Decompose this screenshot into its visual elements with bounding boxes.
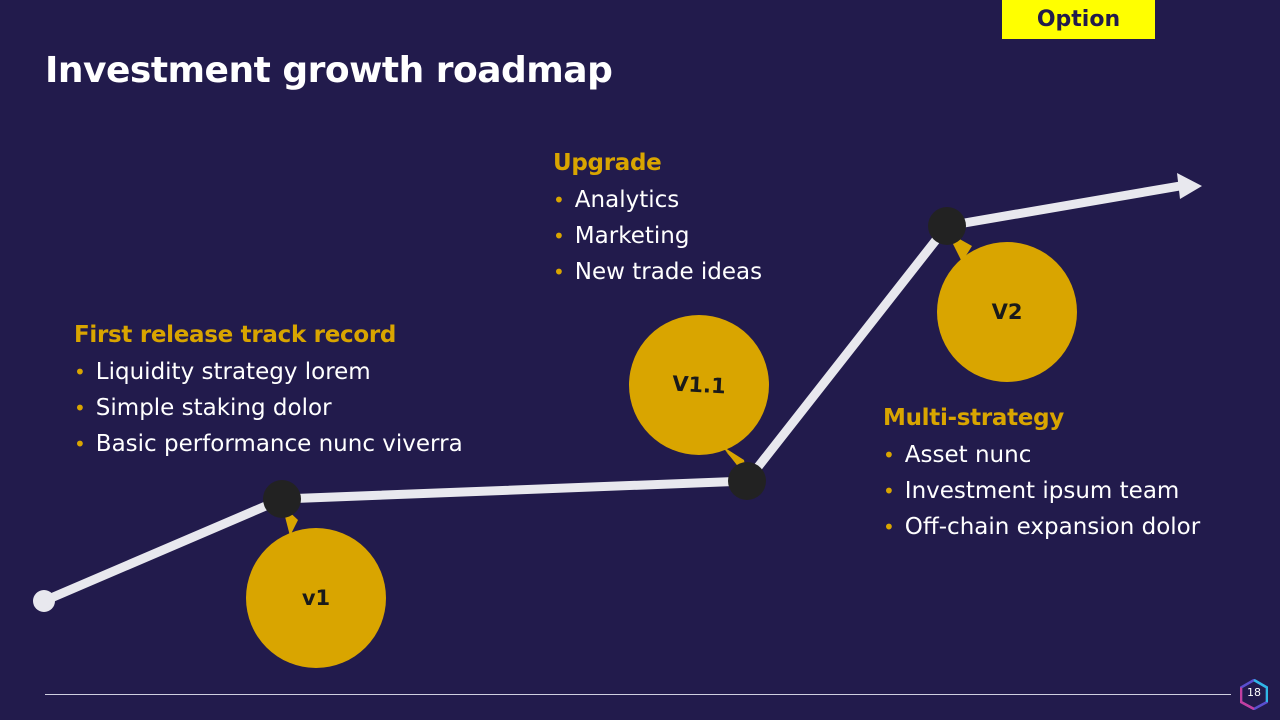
block-first-release: First release track record •Liquidity st… [74,322,463,462]
bullet-item: •Analytics [553,187,680,213]
bullet-dot-icon: • [883,479,895,503]
block-upgrade: Upgrade •Analytics •Marketing •New trade… [553,150,762,290]
milestone-v2-node [928,207,966,245]
bullet-item: •Off-chain expansion dolor [883,514,1201,540]
arrow-head-icon [1177,173,1202,199]
bullet-item: •Marketing [553,223,690,249]
milestone-v1-label: v1 [302,586,330,610]
bullet-item: •Asset nunc [883,442,1032,468]
bullet-item: •New trade ideas [553,259,763,285]
bullet-dot-icon: • [74,360,86,384]
bullet-list: •Analytics •Marketing •New trade ideas [553,182,762,290]
start-node [33,590,55,612]
footer-divider [45,694,1231,695]
bullet-dot-icon: • [553,260,565,284]
page-number: 18 [1247,686,1261,699]
milestone-v2-label: V2 [992,300,1023,324]
bullet-dot-icon: • [74,432,86,456]
block-heading: First release track record [74,322,397,348]
milestone-v1-1-bubble [629,315,769,455]
milestone-v1-1-node [728,462,766,500]
hexagon-logo-icon [1239,678,1269,711]
block-heading: Upgrade [553,150,662,176]
milestone-v1-bubble [246,528,386,668]
bullet-item: •Basic performance nunc viverra [74,431,463,457]
bullet-item: •Liquidity strategy lorem [74,359,371,385]
bullet-dot-icon: • [883,515,895,539]
bullet-list: •Liquidity strategy lorem •Simple stakin… [74,354,463,462]
block-heading: Multi-strategy [883,405,1064,431]
page-title: Investment growth roadmap [45,50,613,91]
milestone-v1-node [263,480,301,518]
option-badge: Option [1002,0,1155,39]
page-number-badge: 18 [1239,678,1269,711]
bullet-list: •Asset nunc •Investment ipsum team •Off-… [883,437,1200,545]
bullet-dot-icon: • [74,396,86,420]
block-multi-strategy: Multi-strategy •Asset nunc •Investment i… [883,405,1200,545]
bullet-item: •Investment ipsum team [883,478,1180,504]
bullet-dot-icon: • [883,443,895,467]
bullet-dot-icon: • [553,224,565,248]
milestone-v1-1-label: V1.1 [672,372,727,399]
bullet-item: •Simple staking dolor [74,395,332,421]
bullet-dot-icon: • [553,188,565,212]
milestone-v2-bubble [937,242,1077,382]
